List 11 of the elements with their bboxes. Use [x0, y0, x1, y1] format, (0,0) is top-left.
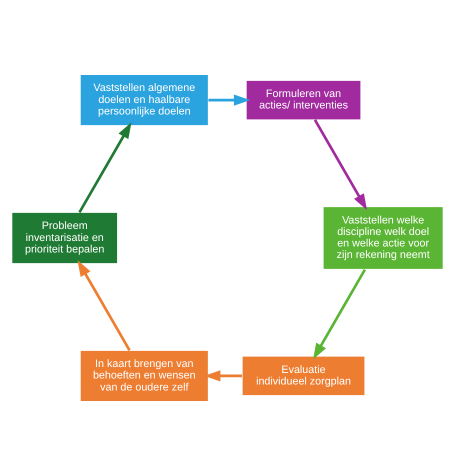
arrow — [78, 122, 132, 213]
arrow — [78, 260, 131, 350]
arrow — [313, 268, 366, 359]
node-box: Vaststellen welke discipline welk doel en welke actie voor zijn rekening neemt — [322, 206, 444, 270]
arrow — [208, 94, 250, 106]
node-box: Formuleren van acties/ interventies — [246, 79, 362, 120]
node-box: Probleem inventarisatie en prioriteit bepalen — [11, 212, 118, 264]
node-box: In kaart brengen van behoeften en wensen van de oudere zelf — [80, 349, 209, 402]
node-box: Evaluatie individueel zorgplan — [242, 355, 366, 396]
arrow — [314, 118, 368, 210]
node-box: Vaststellen algemene doelen en haalbare persoonlijke doelen — [80, 74, 209, 126]
